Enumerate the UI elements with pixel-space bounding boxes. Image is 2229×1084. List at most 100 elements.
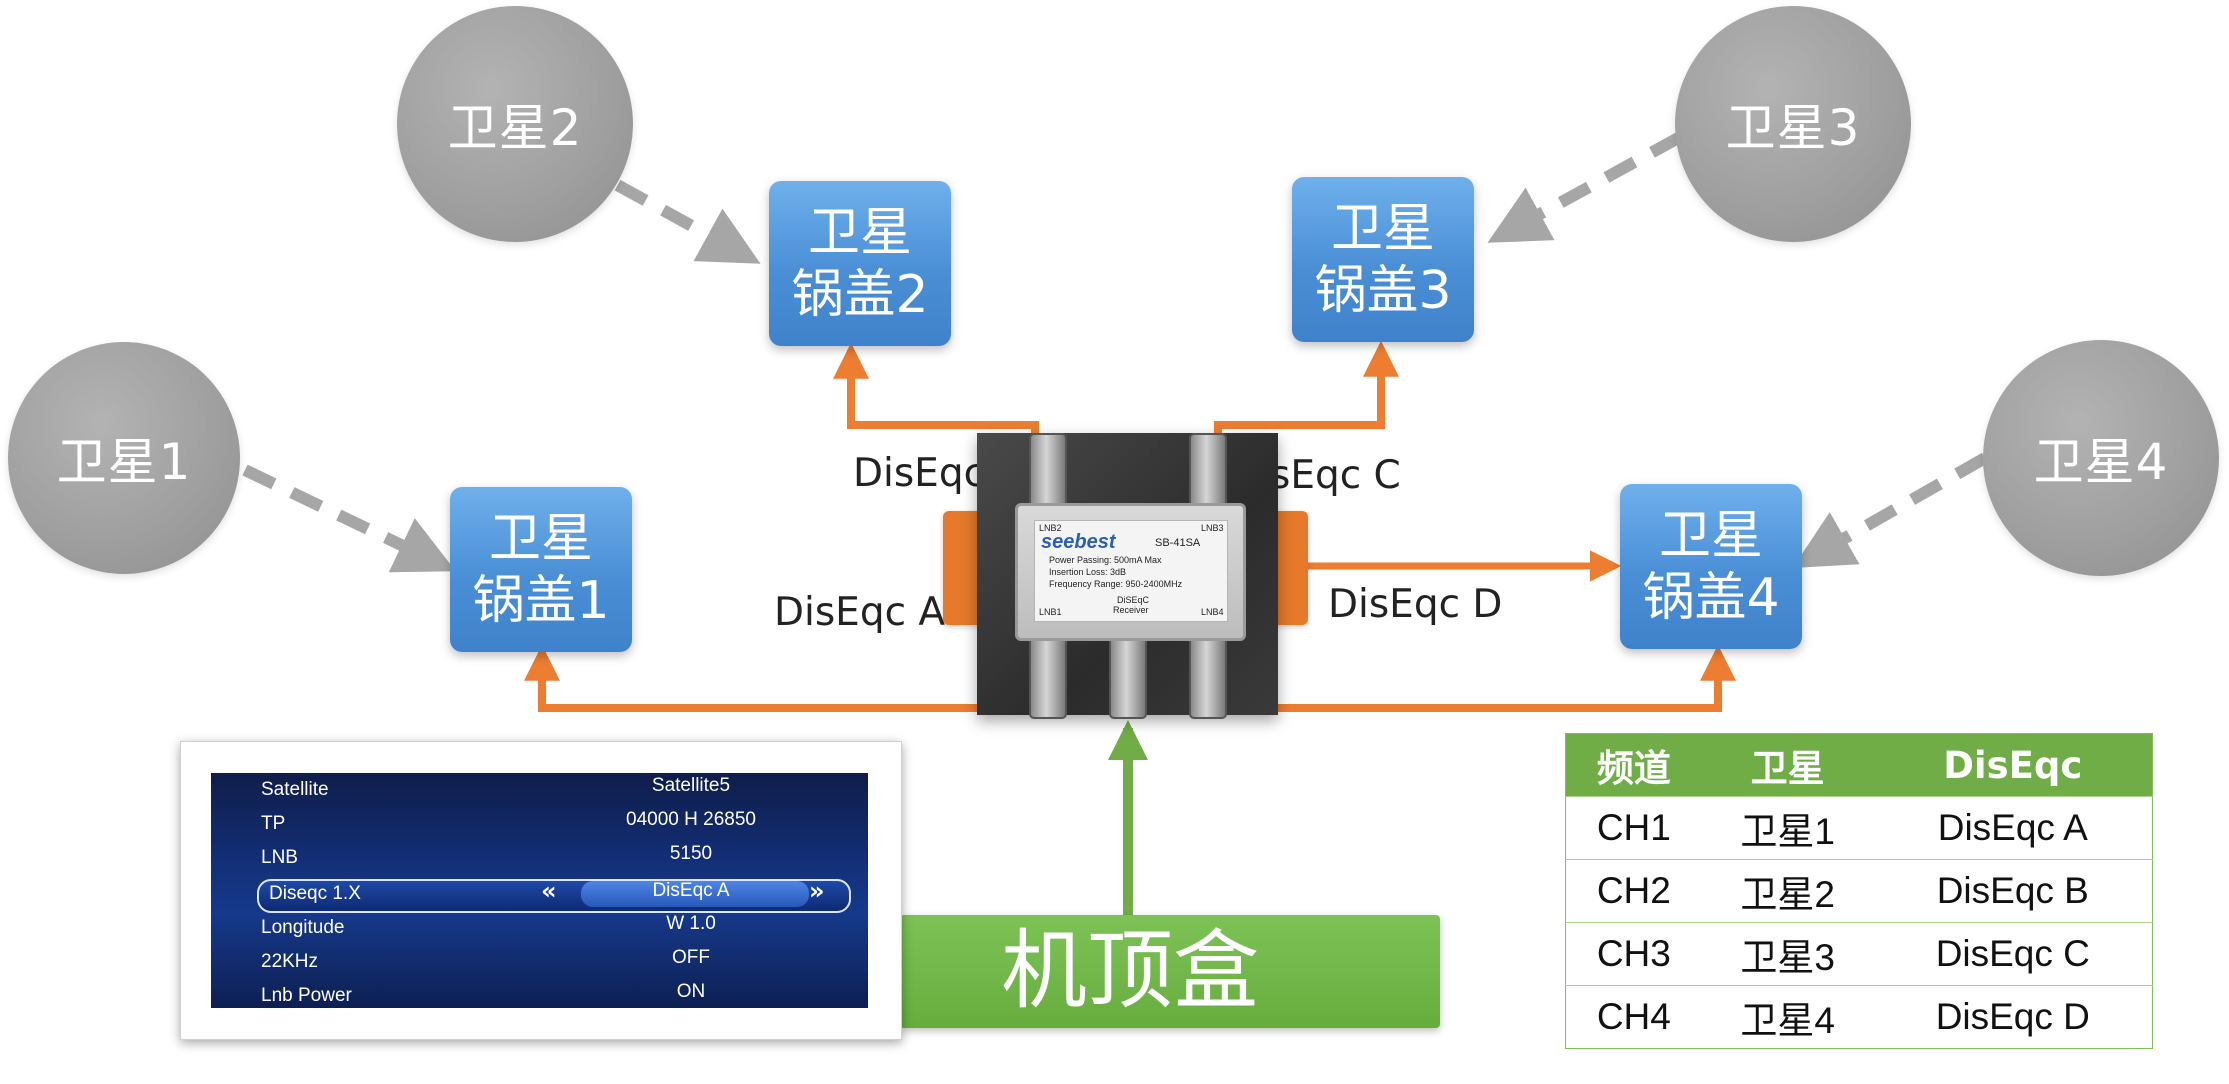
port-label-a: DisEqc A [774,590,946,635]
cell-diseqc: DisEqc B [1873,859,2153,923]
chevron-left-icon: « [541,877,557,905]
lnb3-text: LNB3 [1201,523,1224,533]
menu-label: Lnb Power [261,985,352,1006]
dish-1: 卫星 锅盖1 [450,487,632,652]
menu-value: ON [676,981,706,1002]
setup-screen-photo: « » Satellite Satellite5 TP 04000 H 2685… [180,741,902,1040]
dish-3: 卫星 锅盖3 [1292,177,1474,342]
channel-mapping-table: 频道 卫星 DisEqc CH1 卫星1 DisEqc A CH2 卫星2 Di… [1565,733,2153,1049]
switch-label-sticker: LNB2 LNB3 seebest SB-41SA Power Passing:… [1034,520,1228,622]
menu-row-satellite: Satellite Satellite5 [211,775,868,809]
menu-value: OFF [672,947,710,968]
port-label-d: DisEqc D [1328,582,1503,627]
orange-link-dish4 [1205,644,1736,712]
satellite-2: 卫星2 [397,6,633,242]
cell-diseqc: DisEqc A [1873,796,2153,860]
chevron-right-icon: » [809,877,825,905]
menu-row-longitude: Longitude W 1.0 [211,913,868,947]
menu-value: Satellite5 [651,775,731,796]
lnb4-text: LNB4 [1201,607,1224,617]
cell-channel: CH2 [1565,859,1702,923]
connector-receiver [1109,633,1147,719]
satellite-1-label: 卫星1 [56,433,192,491]
satellite-3-label: 卫星3 [1725,99,1861,157]
menu-value: 04000 H 26850 [626,809,756,830]
satellite-3: 卫星3 [1675,6,1911,242]
device-model: SB-41SA [1155,537,1201,549]
menu-label: TP [261,813,286,834]
dish-2-line2: 锅盖2 [791,264,929,325]
menu-label: Longitude [261,917,345,938]
receiver-text-2: Receiver [1113,605,1149,615]
dish-2-line1: 卫星 [807,202,912,263]
menu-value: DisEqc A [652,880,730,901]
set-top-box-label: 机顶盒 [1001,921,1259,1021]
dish-4-line2: 锅盖4 [1642,567,1780,628]
connector-lnb4 [1189,633,1227,719]
menu-label: LNB [261,847,298,868]
dashed-link-sat4-dish4 [1792,452,1988,568]
dish-3-line2: 锅盖3 [1314,260,1452,321]
port-label-b: DisEqc [853,451,986,496]
table-row: CH2 卫星2 DisEqc B [1565,859,2153,923]
menu-row-lnb-power: Lnb Power ON [211,981,868,1008]
header-channel: 频道 [1565,733,1702,797]
dish-1-line1: 卫星 [488,508,593,569]
connector-lnb3 [1189,433,1227,509]
dish-2: 卫星 锅盖2 [769,181,951,346]
device-brand: seebest [1041,531,1116,553]
cell-satellite: 卫星1 [1701,796,1874,860]
receiver-text-1: DiSEqC [1117,595,1150,605]
dish-4: 卫星 锅盖4 [1620,484,1802,649]
dish-4-line1: 卫星 [1658,505,1763,566]
spec-power: Power Passing: 500mA Max [1049,555,1162,565]
cell-channel: CH1 [1565,796,1702,860]
spec-frequency: Frequency Range: 950-2400MHz [1049,579,1183,589]
dish-3-line1: 卫星 [1330,198,1435,259]
dashed-link-sat1-dish1 [242,464,456,573]
menu-label: Satellite [261,779,329,800]
set-top-box-bar: 机顶盒 [900,915,1440,1028]
dashed-link-sat2-dish2 [569,154,761,264]
menu-row-tp: TP 04000 H 26850 [211,809,868,843]
menu-value-pill [581,881,809,907]
menu-row-diseqc: Diseqc 1.X DisEqc A [211,880,868,913]
cell-satellite: 卫星3 [1701,922,1874,986]
lnb1-text: LNB1 [1039,607,1062,617]
cell-satellite: 卫星4 [1701,985,1874,1049]
cell-channel: CH4 [1565,985,1702,1049]
spec-loss: Insertion Loss: 3dB [1049,567,1127,577]
lnb2-text: LNB2 [1039,523,1062,533]
table-row: CH3 卫星3 DisEqc C [1565,922,2153,986]
cell-diseqc: DisEqc C [1873,922,2153,986]
menu-label: 22KHz [261,951,319,972]
dish-1-line2: 锅盖1 [472,570,610,631]
cell-satellite: 卫星2 [1701,859,1874,923]
menu-value: 5150 [669,843,713,864]
satellite-4: 卫星4 [1983,340,2219,576]
dashed-link-sat3-dish3 [1487,131,1683,243]
connector-lnb2 [1029,433,1067,509]
cell-channel: CH3 [1565,922,1702,986]
menu-value: W 1.0 [666,913,716,934]
menu-label: Diseqc 1.X [269,883,361,904]
orange-link-dish3 [1214,340,1399,440]
connector-lnb1 [1029,633,1067,719]
switch-body: LNB2 LNB3 seebest SB-41SA Power Passing:… [1015,503,1246,641]
satellite-1: 卫星1 [8,342,240,574]
header-satellite: 卫星 [1701,733,1874,797]
header-diseqc: DisEqc [1873,733,2153,797]
orange-link-dish2 [833,342,1039,440]
table-row: CH4 卫星4 DisEqc D [1565,985,2153,1049]
satellite-4-label: 卫星4 [2033,433,2169,491]
port-label-c: sEqc C [1270,453,1401,498]
orange-link-dish1 [524,644,1055,712]
table-row: CH1 卫星1 DisEqc A [1565,796,2153,860]
satellite-2-label: 卫星2 [447,99,583,157]
diseqc-switch-photo: LNB2 LNB3 seebest SB-41SA Power Passing:… [977,433,1278,719]
tv-setup-menu: « » Satellite Satellite5 TP 04000 H 2685… [211,773,868,1008]
menu-row-lnb: LNB 5150 [211,843,868,877]
cell-diseqc: DisEqc D [1873,985,2153,1049]
table-header-row: 频道 卫星 DisEqc [1565,733,2153,797]
